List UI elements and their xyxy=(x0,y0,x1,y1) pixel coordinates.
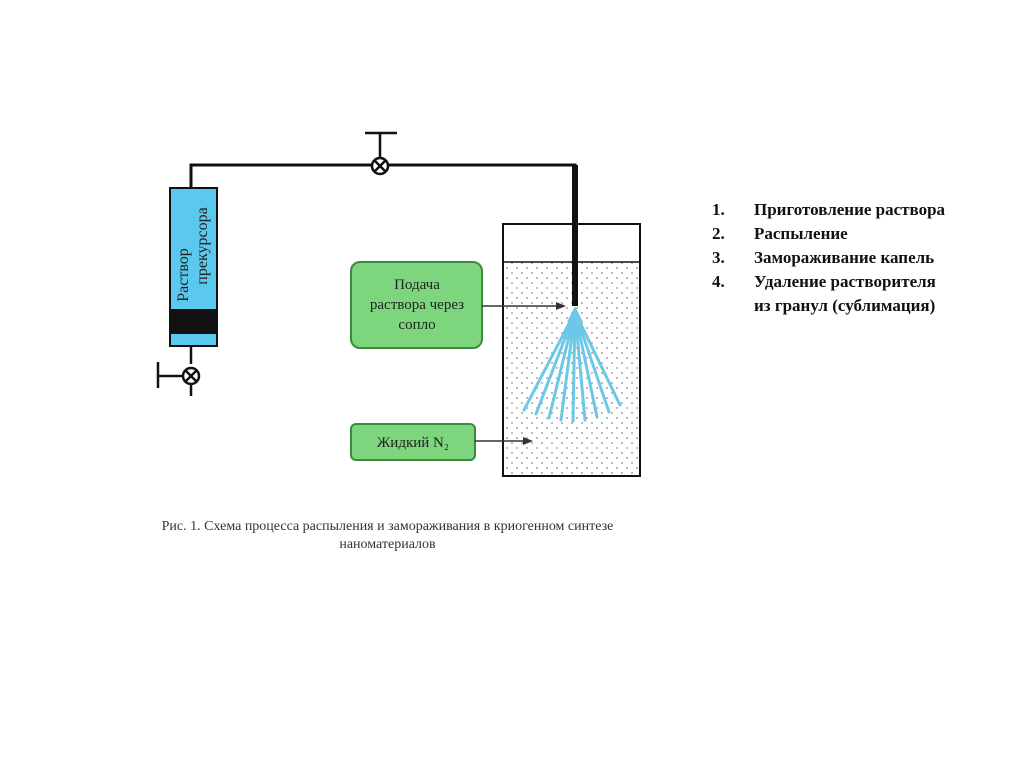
list-item: 4. Удаление растворителя из гранул (субли… xyxy=(712,270,952,318)
liquid-nitrogen-box xyxy=(350,423,476,461)
syringe-label-line-2: прекурсора xyxy=(194,207,211,284)
step-text: Распыление xyxy=(754,224,848,243)
nozzle-box-line-1: Подача xyxy=(394,277,440,293)
caption-line-1: Рис. 1. Схема процесса распыления и замо… xyxy=(161,519,614,534)
step-text: Приготовление раствора xyxy=(754,200,946,219)
arrow-to-nozzle xyxy=(482,302,566,310)
step-number: 4. xyxy=(712,272,725,291)
spray-jets xyxy=(522,306,622,423)
list-item: 3. Замораживание капель xyxy=(712,246,952,270)
step-number: 1. xyxy=(712,200,725,219)
step-text: Замораживание капель xyxy=(754,248,935,267)
nozzle-feed-box xyxy=(350,261,483,349)
liquid-nitrogen-label: Жидкий N₂ xyxy=(377,435,449,451)
figure-caption: Рис. 1. Схема процесса распыления и замо… xyxy=(100,518,675,554)
bottom-valve-icon xyxy=(156,362,201,396)
nozzle-box-line-2: раствора через xyxy=(370,297,464,313)
caption-line-2: наноматериалов xyxy=(339,537,436,552)
syringe-label-line-1: Раствор xyxy=(175,248,192,302)
step-text: Удаление растворителя из гранул (сублима… xyxy=(754,272,936,315)
list-item: 1. Приготовление раствора xyxy=(712,198,952,222)
list-item: 2. Распыление xyxy=(712,222,952,246)
step-number: 2. xyxy=(712,224,725,243)
nozzle-box-line-3: сопло xyxy=(398,317,435,333)
arrow-to-nitrogen xyxy=(475,437,533,445)
process-steps-list: 1. Приготовление раствора 2. Распыление 3.… xyxy=(712,198,952,318)
step-number: 3. xyxy=(712,248,725,267)
syringe xyxy=(169,187,218,364)
top-valve-icon xyxy=(365,131,397,176)
